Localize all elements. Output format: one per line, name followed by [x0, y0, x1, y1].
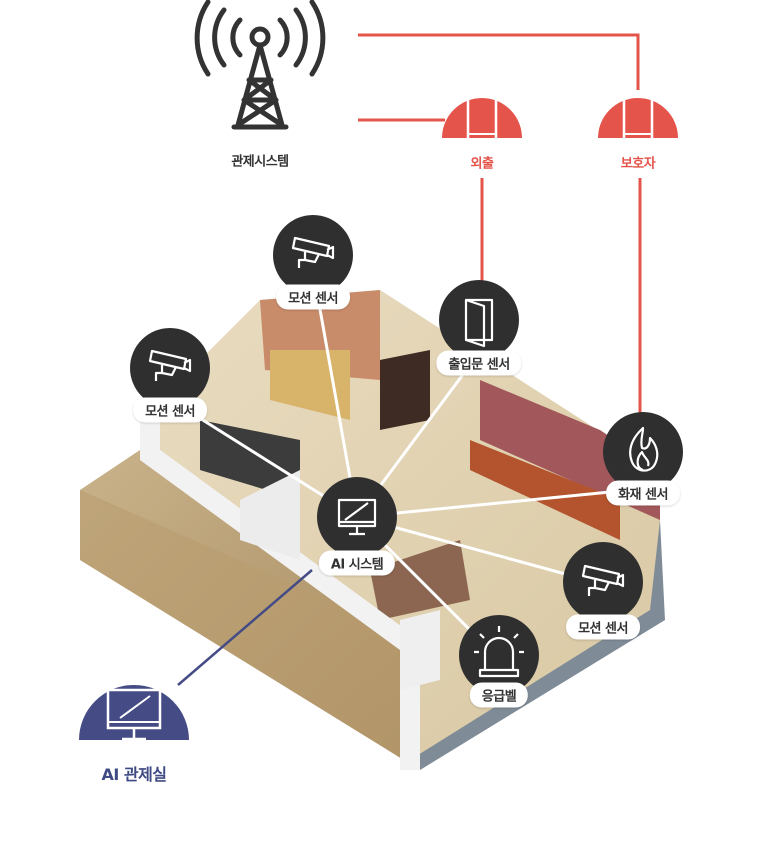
guardian-phone-icon [598, 94, 678, 144]
red-connection-lines [358, 33, 642, 414]
outing-label: 외출 [470, 156, 494, 172]
navy-connection-line [177, 569, 313, 686]
antenna-tower-icon [194, 0, 326, 130]
door-sensor-label: 출입문 센서 [436, 350, 522, 376]
motion-sensor-top-camera-icon [273, 215, 353, 295]
door-sensor-door-icon [439, 280, 519, 360]
outing-phone-icon [442, 94, 522, 144]
motion-sensor-left-camera-icon [130, 328, 210, 408]
guardian-label: 보호자 [620, 156, 656, 172]
motion-sensor-left-label: 모션 센서 [133, 397, 207, 423]
ai-control-room-monitor-icon [78, 684, 189, 741]
motion-sensor-top-label: 모션 센서 [276, 284, 350, 310]
ai-system-label: AI 시스템 [318, 550, 396, 576]
ai-system-monitor-icon [317, 477, 397, 557]
emergency-bell-label: 응급벨 [469, 682, 529, 708]
ai-control-room-label: AI 관제실 [101, 765, 167, 784]
fire-sensor-label: 화재 센서 [606, 480, 680, 506]
motion-sensor-right-label: 모션 센서 [566, 614, 640, 640]
control-system-label: 관제시스템 [231, 154, 289, 170]
motion-sensor-right-camera-icon [563, 542, 643, 622]
